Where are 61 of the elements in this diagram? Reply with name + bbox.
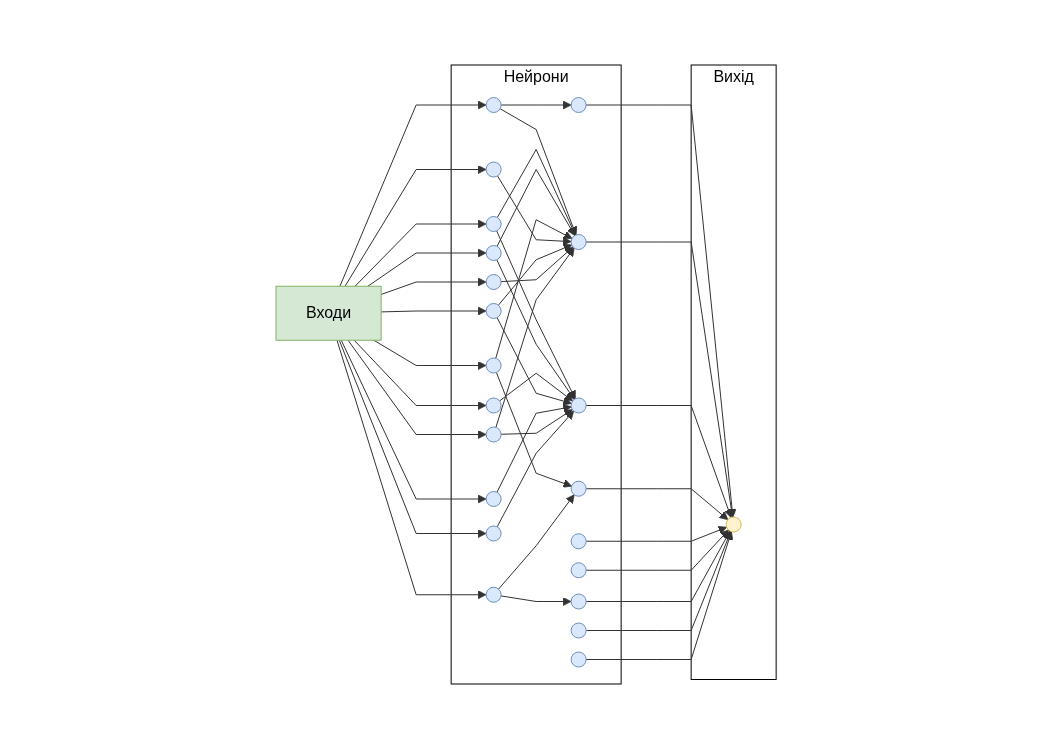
arrow <box>495 372 572 488</box>
arrow <box>500 595 572 606</box>
arrow <box>496 403 572 493</box>
node-circle <box>570 593 587 610</box>
node-circle <box>570 234 587 250</box>
arrow <box>500 409 573 435</box>
node-circle <box>485 274 502 290</box>
arrow <box>585 531 732 631</box>
node-circle <box>485 245 502 261</box>
arrow <box>338 339 487 538</box>
node-circle <box>485 216 502 232</box>
arrow <box>354 219 487 287</box>
node-circle <box>485 491 502 507</box>
node-circle <box>485 525 502 542</box>
node-circle <box>570 533 587 550</box>
arrow <box>380 306 487 316</box>
arrow <box>496 317 572 406</box>
arrow <box>496 259 575 400</box>
node-circle <box>725 516 742 533</box>
arrow <box>585 530 731 602</box>
arrow <box>340 339 487 504</box>
arrow <box>336 339 487 600</box>
arrow <box>500 100 572 110</box>
arrow <box>498 494 575 590</box>
arrow <box>373 339 487 370</box>
arrow <box>585 531 734 660</box>
arrow <box>585 488 729 521</box>
node-circle <box>570 651 587 668</box>
arrow <box>495 247 575 428</box>
arrow <box>380 277 487 295</box>
node-circle <box>570 622 587 639</box>
arrow <box>585 241 736 518</box>
node-circle <box>570 97 587 113</box>
arrow <box>353 339 487 410</box>
node-circle <box>485 426 502 443</box>
arrow <box>367 248 487 287</box>
arrow <box>585 104 737 518</box>
node-circle <box>485 161 502 178</box>
arrow <box>344 165 487 287</box>
arrow <box>585 529 729 571</box>
node-circle <box>570 480 587 497</box>
node-circle <box>485 586 502 603</box>
arrow <box>496 410 574 528</box>
arrow <box>497 243 573 306</box>
arrow <box>585 526 727 542</box>
arrow <box>347 339 487 439</box>
node-circle <box>485 357 502 374</box>
arrow <box>339 100 487 287</box>
cluster: Нейрони <box>450 64 622 685</box>
arrow <box>495 219 573 359</box>
node-circle <box>485 303 502 319</box>
cluster: Вихід <box>690 64 777 680</box>
arrow <box>496 230 576 400</box>
arrow <box>585 405 733 518</box>
arrow <box>500 246 574 283</box>
node-circle <box>570 562 587 579</box>
arrow <box>499 372 573 402</box>
node-circle <box>485 397 502 414</box>
node-circle <box>485 97 502 113</box>
node-box: Входи <box>275 285 382 341</box>
node-circle <box>570 397 587 414</box>
